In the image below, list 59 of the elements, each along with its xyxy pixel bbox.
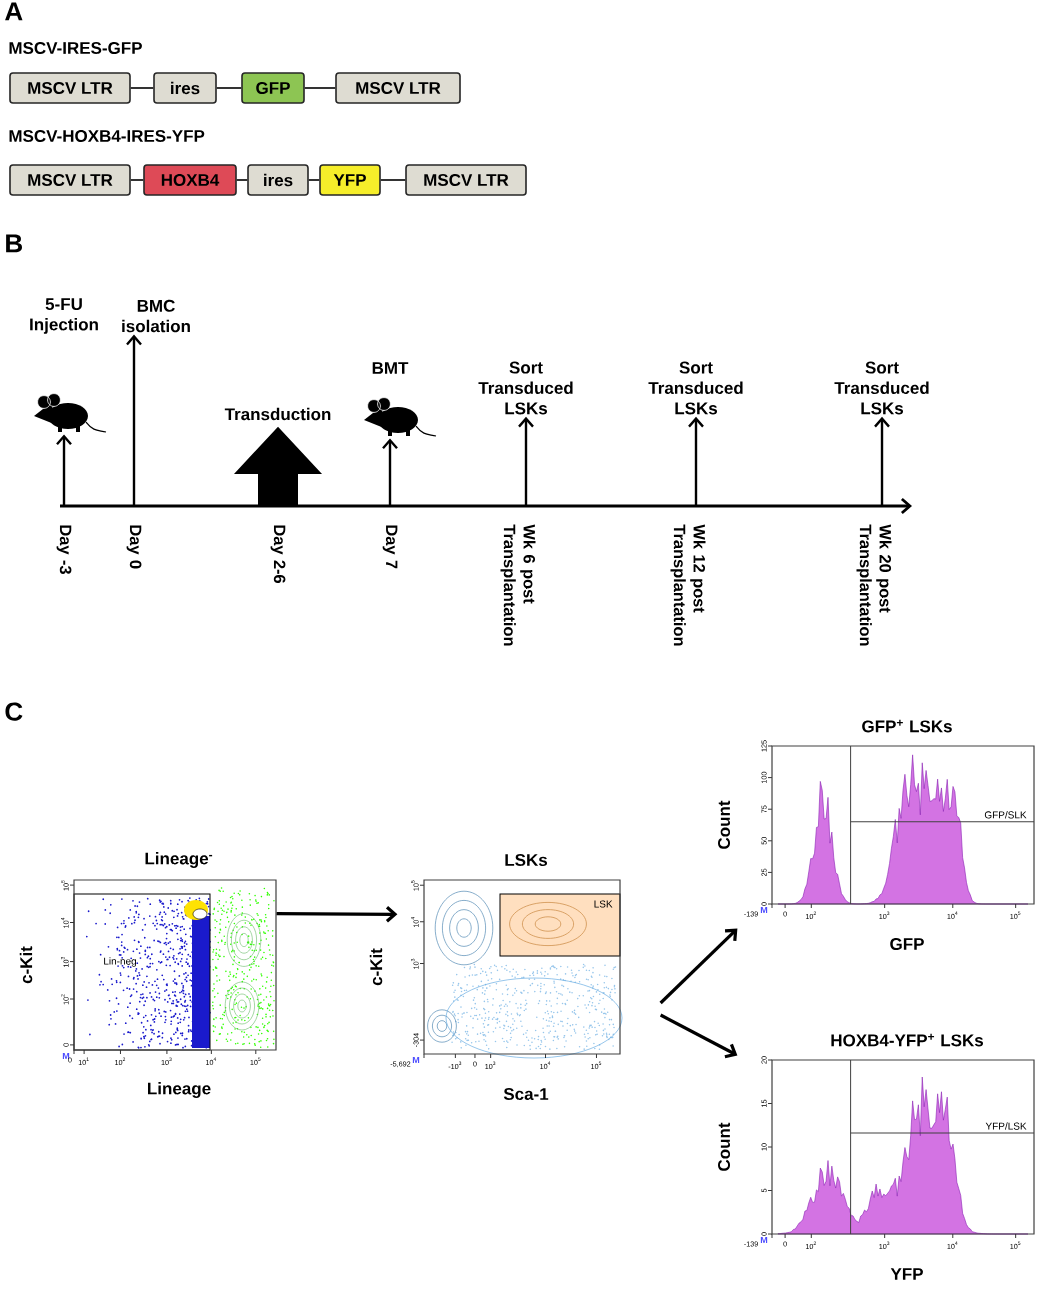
construct-box: HOXB4	[143, 164, 237, 196]
time-label: Wk 20 post Transplantation	[856, 524, 892, 646]
arrow	[688, 416, 704, 506]
axis-label: Count	[718, 1122, 730, 1171]
time-label: Day 7	[382, 525, 398, 569]
connector-line	[130, 87, 154, 89]
event-label: Transduction	[224, 407, 331, 421]
construct-box: GFP	[241, 72, 305, 104]
construct-box: MSCV LTR	[9, 164, 131, 196]
plot-title: Lineage$^{-}$	[145, 852, 213, 868]
construct-box: YFP	[319, 164, 381, 196]
arrow	[659, 928, 738, 1005]
mouse-icon	[34, 393, 107, 433]
panel-letter: C	[5, 702, 23, 721]
axis-label: YFP	[890, 1268, 923, 1280]
panel-letter: B	[6, 234, 22, 253]
construct-box: MSCV LTR	[9, 72, 131, 104]
construct-box: ires	[153, 72, 217, 104]
construct-name: MSCV-HOXB4-IRES-YFP	[9, 130, 205, 142]
panel-letter: A	[5, 2, 23, 21]
axis-label: Count	[718, 800, 730, 849]
arrow	[126, 334, 142, 506]
time-label: Day -3	[56, 525, 72, 574]
event-label: Sort Transduced LSKs	[834, 361, 929, 415]
time-label: Wk 6 post Transplantation	[500, 524, 536, 646]
connector-line	[130, 179, 144, 181]
axis-label: GFP	[890, 938, 924, 950]
event-label: Sort Transduced LSKs	[648, 361, 743, 415]
event-label: BMC isolation	[122, 299, 190, 333]
construct-box: MSCV LTR	[405, 164, 527, 196]
axis-label: c-Kit	[19, 946, 33, 984]
plot-title: HOXB4-YFP$^{+}$ LSKs	[831, 1033, 983, 1047]
construct-name: MSCV-IRES-GFP	[9, 42, 142, 54]
connector-line	[380, 179, 406, 181]
event-label: BMT	[372, 362, 409, 374]
time-label: Day 0	[126, 525, 142, 569]
event-label: 5-FU Injection	[30, 298, 98, 334]
plot-title: GFP$^{+}$ LSKs	[862, 719, 952, 733]
connector-line	[216, 87, 242, 89]
mouse-icon	[364, 397, 437, 437]
event-label: Sort Transduced LSKs	[478, 361, 573, 415]
axis-label: c-Kit	[369, 948, 383, 986]
connector-line	[308, 179, 320, 181]
construct-box: ires	[247, 164, 309, 196]
plot-title: LSKs	[505, 854, 548, 866]
connector-line	[236, 179, 248, 181]
time-label: Day 2-6	[270, 525, 286, 584]
connector-line	[304, 87, 336, 89]
arrow	[382, 438, 398, 506]
block-arrow	[234, 426, 322, 506]
axis-label: Sca-1	[503, 1088, 549, 1100]
arrow	[56, 434, 72, 506]
arrow	[659, 1013, 738, 1059]
time-label: Wk 12 post Transplantation	[670, 524, 706, 646]
construct-box: MSCV LTR	[335, 72, 461, 104]
axis-label: Lineage	[148, 1082, 211, 1098]
arrow	[276, 906, 398, 923]
arrow	[874, 416, 890, 506]
arrow	[518, 416, 534, 506]
